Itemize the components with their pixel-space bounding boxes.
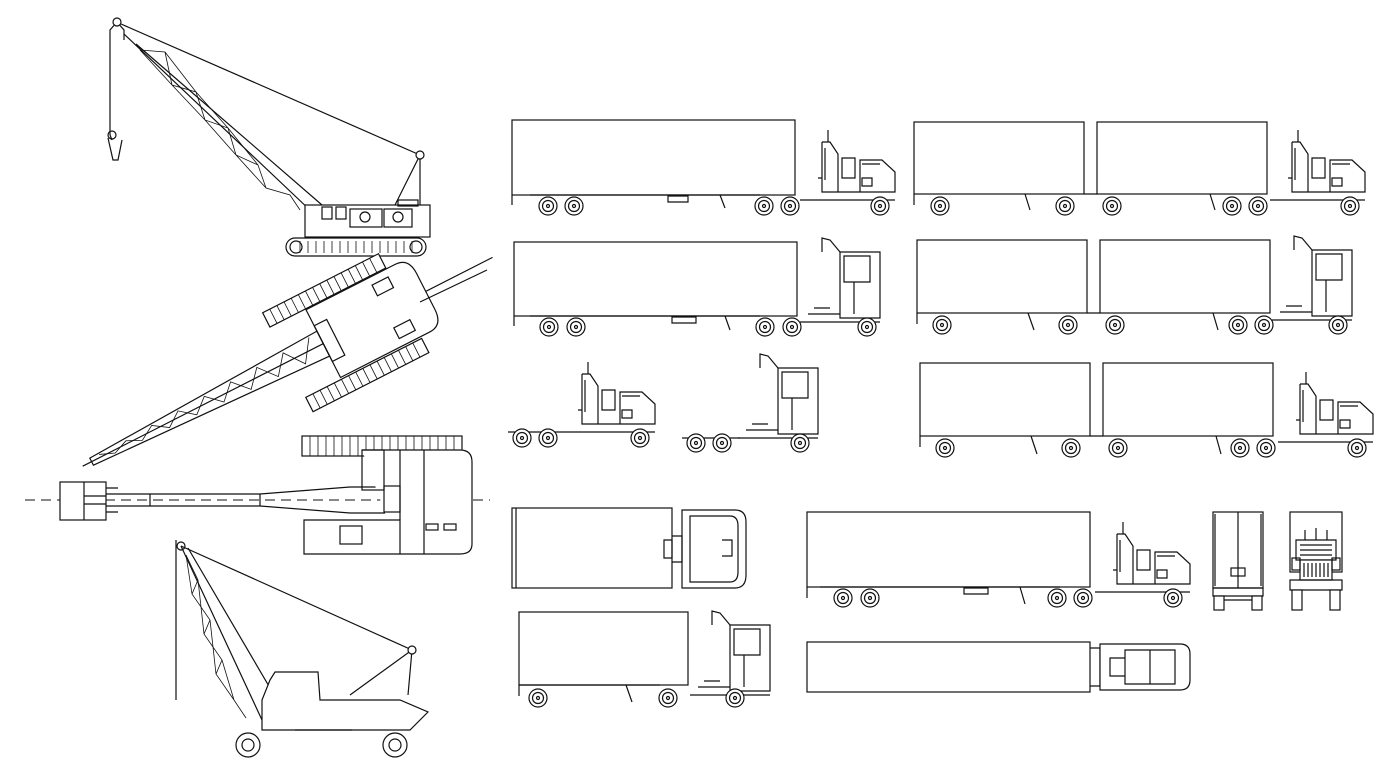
reference-line bbox=[419, 269, 488, 303]
semi-trailer-truck-2 bbox=[513, 237, 881, 337]
cabover-tractor bbox=[682, 353, 819, 453]
crawler-crane-top bbox=[25, 435, 490, 555]
double-trailer-truck-1 bbox=[913, 121, 1366, 216]
wheeled-crane-side bbox=[175, 540, 430, 758]
crawler-crane-side bbox=[107, 17, 431, 257]
trailer-truck-top bbox=[511, 507, 747, 589]
semi-trailer-truck-3 bbox=[806, 511, 1191, 608]
double-trailer-truck-3 bbox=[919, 362, 1374, 458]
box-truck-side bbox=[518, 610, 771, 708]
semi-trailer-truck-1 bbox=[511, 119, 896, 216]
trailer-rear bbox=[1212, 511, 1264, 611]
crawler-crane-top-angled bbox=[82, 252, 493, 467]
tractor-unit bbox=[508, 361, 656, 448]
double-trailer-truck-2 bbox=[916, 235, 1353, 335]
semi-trailer-truck-top bbox=[806, 641, 1191, 693]
truck-front bbox=[1289, 511, 1343, 611]
